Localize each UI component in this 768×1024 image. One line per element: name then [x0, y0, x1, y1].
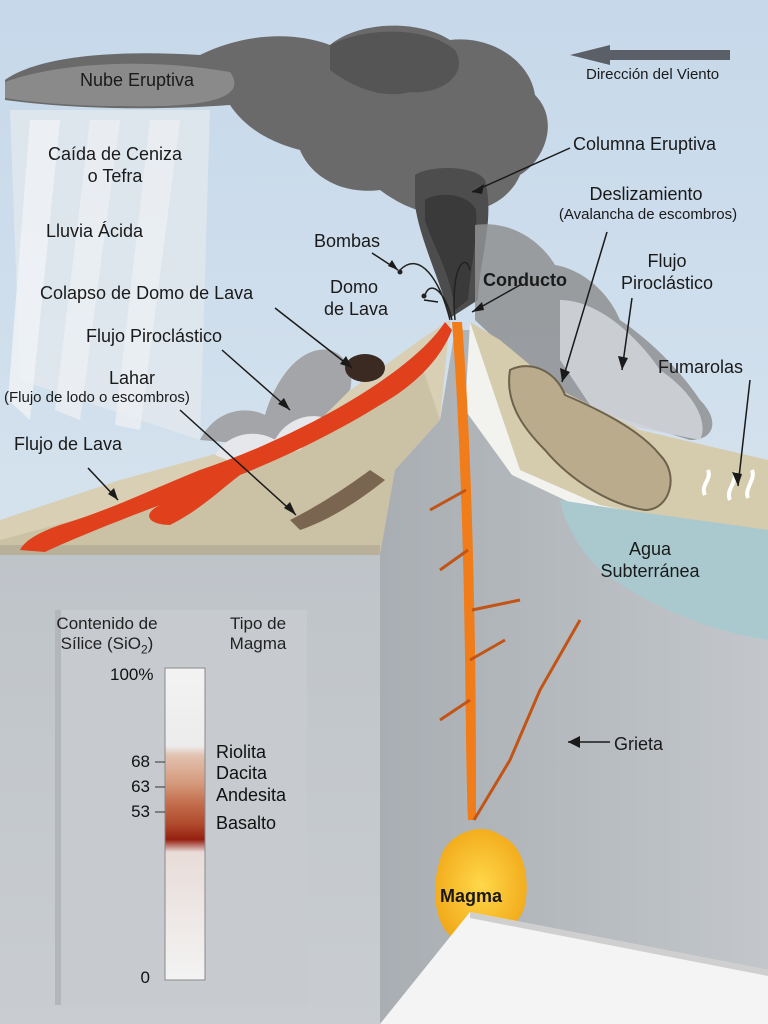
magma-type-basalto: Basalto [216, 813, 277, 833]
scale-title-left-1: Contenido de [56, 614, 158, 633]
label-pyroclastic-right-1: Flujo [647, 251, 687, 271]
magma-type-andesita: Andesita [216, 785, 287, 805]
label-crack: Grieta [614, 734, 664, 754]
label-dome-collapse: Colapso de Domo de Lava [40, 283, 254, 303]
lahar [290, 470, 385, 530]
scale-tick-63: 63 [131, 777, 150, 796]
label-fumaroles: Fumarolas [658, 357, 744, 377]
label-groundwater-2: Subterránea [600, 561, 700, 581]
scale-tick-53: 53 [131, 802, 150, 821]
label-lava-flow: Flujo de Lava [14, 434, 123, 454]
bombs [399, 261, 471, 321]
label-debris-avalanche: (Avalancha de escombros) [558, 206, 738, 223]
scale-title-left-2: Sílice (SiO2) [60, 634, 154, 657]
magma-type-dacita: Dacita [216, 763, 268, 783]
label-wind-direction: Dirección del Viento [586, 66, 720, 83]
label-conduit: Conducto [483, 270, 567, 290]
label-lava-dome-2: de Lava [323, 299, 389, 319]
magma-type-riolita: Riolita [216, 742, 267, 762]
scale-tick-100: 100% [110, 665, 154, 684]
base-slab [380, 912, 768, 1024]
label-magma: Magma [440, 886, 503, 906]
debris-avalanche [508, 365, 672, 512]
lava-flow [20, 322, 452, 552]
scale-tick-0: 0 [140, 968, 150, 987]
label-lahar-sub: (Flujo de lodo o escombros) [4, 389, 190, 406]
label-pyroclastic-right-2: Piroclástico [620, 273, 714, 293]
label-groundwater-1: Agua [628, 539, 672, 559]
label-landslide: Deslizamiento [589, 184, 703, 204]
label-eruptive-column: Columna Eruptiva [573, 134, 717, 154]
scale-tick-68: 68 [131, 752, 150, 771]
cracks [429, 488, 582, 821]
wind-arrow [570, 45, 730, 65]
label-eruption-cloud: Nube Eruptiva [80, 70, 195, 90]
label-ash-fall-1: Caída de Ceniza [47, 144, 183, 164]
groundwater [560, 500, 768, 640]
scale-title-right-1: Tipo de [229, 614, 287, 633]
conduit [452, 322, 476, 820]
magma-chamber [435, 829, 527, 941]
silica-bar [164, 667, 206, 981]
label-acid-rain: Lluvia Ácida [46, 221, 144, 241]
silica-tick-marks [155, 761, 165, 813]
label-lahar: Lahar [108, 368, 156, 388]
label-bombs: Bombas [314, 231, 381, 251]
label-pyroclastic-left: Flujo Piroclástico [86, 326, 223, 346]
lava-dome-collapse [345, 354, 385, 382]
scale-title-right-2: Magma [229, 634, 287, 653]
label-ash-fall-2: o Tefra [87, 166, 143, 186]
label-lava-dome-1: Domo [329, 277, 379, 297]
